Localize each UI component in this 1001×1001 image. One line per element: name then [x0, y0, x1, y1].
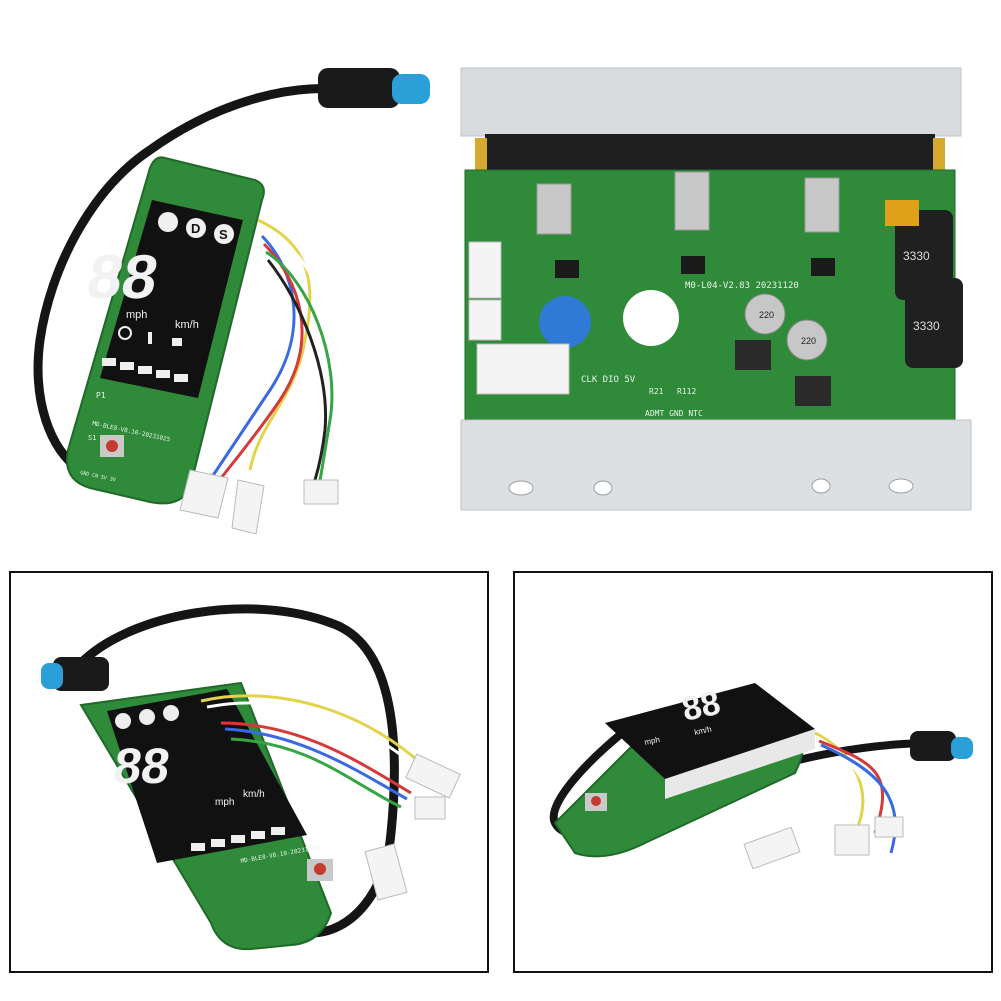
- silk-clk-dio: CLK DIO 5V: [581, 375, 636, 385]
- cap-small-2-label: 220: [801, 336, 816, 346]
- white-plug-1: [179, 469, 229, 519]
- white-sticker: [623, 290, 679, 346]
- side-switch-button-icon: [591, 796, 601, 806]
- cable-plug-body: [318, 68, 400, 108]
- mount-hole-3: [811, 478, 831, 494]
- dashboard-angled-illustration: 88 mph km/h MD-BLE8-V8.10-20231025: [41, 604, 461, 951]
- wire-bundle: [208, 218, 334, 483]
- silk-pins: ADMT GND NTC: [645, 409, 703, 418]
- unit-mph: mph: [126, 309, 147, 321]
- angled-switch-button-icon: [314, 863, 326, 875]
- lock-icon: [172, 338, 182, 346]
- dashboard-illustration: AWM 2464 80°C VW-1 D S 88 mph km/h P1 MD…: [33, 68, 430, 535]
- angled-blue-tip: [41, 663, 63, 689]
- chip-2: [681, 256, 705, 274]
- heatsink-top: [460, 67, 962, 137]
- side-plug-body: [910, 731, 956, 761]
- mount-hole-4: [888, 478, 914, 494]
- side-lcd-front: [605, 683, 815, 779]
- side-unit-mph: mph: [644, 735, 661, 747]
- inductor-1: [735, 340, 771, 370]
- chip-3: [811, 258, 835, 276]
- angled-battery-bars: [191, 827, 285, 851]
- side-connector-1: [468, 241, 502, 299]
- angled-unit-mph: mph: [215, 797, 234, 808]
- controller-board-marking: M0-L04-V2.83 20231120: [685, 281, 799, 291]
- side-plug-2: [834, 824, 870, 856]
- small-cap-1: [744, 293, 786, 335]
- silk-r21: R21: [649, 387, 664, 396]
- mode-d-label: D: [191, 221, 200, 236]
- controller-photo: M0-L04-V2.83 20231120 220 220 3330 3330 …: [455, 60, 985, 530]
- angled-speed-digits: 88: [110, 738, 173, 794]
- silk-r112: R112: [677, 387, 696, 396]
- angled-plug-1: [405, 753, 461, 799]
- lcd-panel: [100, 200, 243, 398]
- phase-terminal-1: [536, 183, 572, 235]
- dashboard-side-illustration: 88 mph km/h: [549, 683, 973, 870]
- side-plug-1: [743, 826, 801, 870]
- angled-wire-bundle: [200, 694, 433, 809]
- switch-button-icon: [106, 440, 118, 452]
- white-plug-2: [231, 479, 265, 535]
- walk-mode-icon: [158, 212, 178, 232]
- angled-plug-3: [364, 843, 408, 901]
- large-cap-1: [895, 210, 953, 300]
- yellow-cap: [885, 200, 919, 226]
- angled-walk-icon: [115, 713, 131, 729]
- dashboard-side-photo: 88 mph km/h: [513, 571, 993, 973]
- cap-large-2-label: 3330: [913, 319, 940, 333]
- blue-connector-tip: [392, 74, 430, 104]
- battery-bars: [102, 358, 188, 382]
- large-cap-2: [905, 278, 963, 368]
- mode-s-label: S: [219, 227, 228, 242]
- speed-digits: 88: [82, 242, 163, 311]
- dashboard-angled-photo: 88 mph km/h MD-BLE8-V8.10-20231025: [9, 571, 489, 973]
- small-cap-2: [786, 319, 828, 361]
- angled-cable: [77, 604, 399, 938]
- headlight-icon: [118, 326, 132, 340]
- side-plug-3: [874, 816, 904, 838]
- side-speed-digits: 88: [679, 684, 724, 729]
- controller-illustration: M0-L04-V2.83 20231120 220 220 3330 3330 …: [460, 67, 972, 511]
- wrench-icon: [148, 332, 152, 344]
- s-mode-icon: [214, 224, 234, 244]
- side-connector-2: [468, 299, 502, 341]
- dashboard-cable: [33, 84, 356, 474]
- side-wire-bundle: [814, 731, 897, 854]
- mounting-plate: [460, 419, 972, 511]
- cap-small-1-label: 220: [759, 310, 774, 320]
- chip-1: [555, 260, 579, 278]
- white-plug-3: [303, 479, 339, 505]
- phase-terminal-2: [674, 171, 710, 231]
- angled-unit-kmh: km/h: [243, 789, 265, 800]
- angled-plug-2: [414, 796, 446, 820]
- mount-hole-1: [508, 480, 534, 496]
- angled-plug-body: [53, 657, 109, 691]
- mount-hole-2: [593, 480, 613, 496]
- header-p1-label: P1: [96, 391, 106, 400]
- cap-large-1-label: 3330: [903, 249, 930, 263]
- unit-kmh: km/h: [175, 319, 199, 331]
- dashboard-photo: AWM 2464 80°C VW-1 D S 88 mph km/h P1 MD…: [0, 40, 470, 540]
- d-mode-icon: [186, 218, 206, 238]
- switch-s1-label: S1: [88, 434, 96, 442]
- angled-lcd: [107, 689, 307, 863]
- side-blue-tip: [951, 737, 973, 759]
- angled-s-icon: [163, 705, 179, 721]
- bottom-connector: [476, 343, 570, 395]
- side-lcd-edge: [665, 729, 815, 799]
- inductor-2: [795, 376, 831, 406]
- blue-sticker: [539, 296, 591, 348]
- angled-d-icon: [139, 709, 155, 725]
- phase-terminal-3: [804, 177, 840, 233]
- side-unit-kmh: km/h: [694, 725, 713, 737]
